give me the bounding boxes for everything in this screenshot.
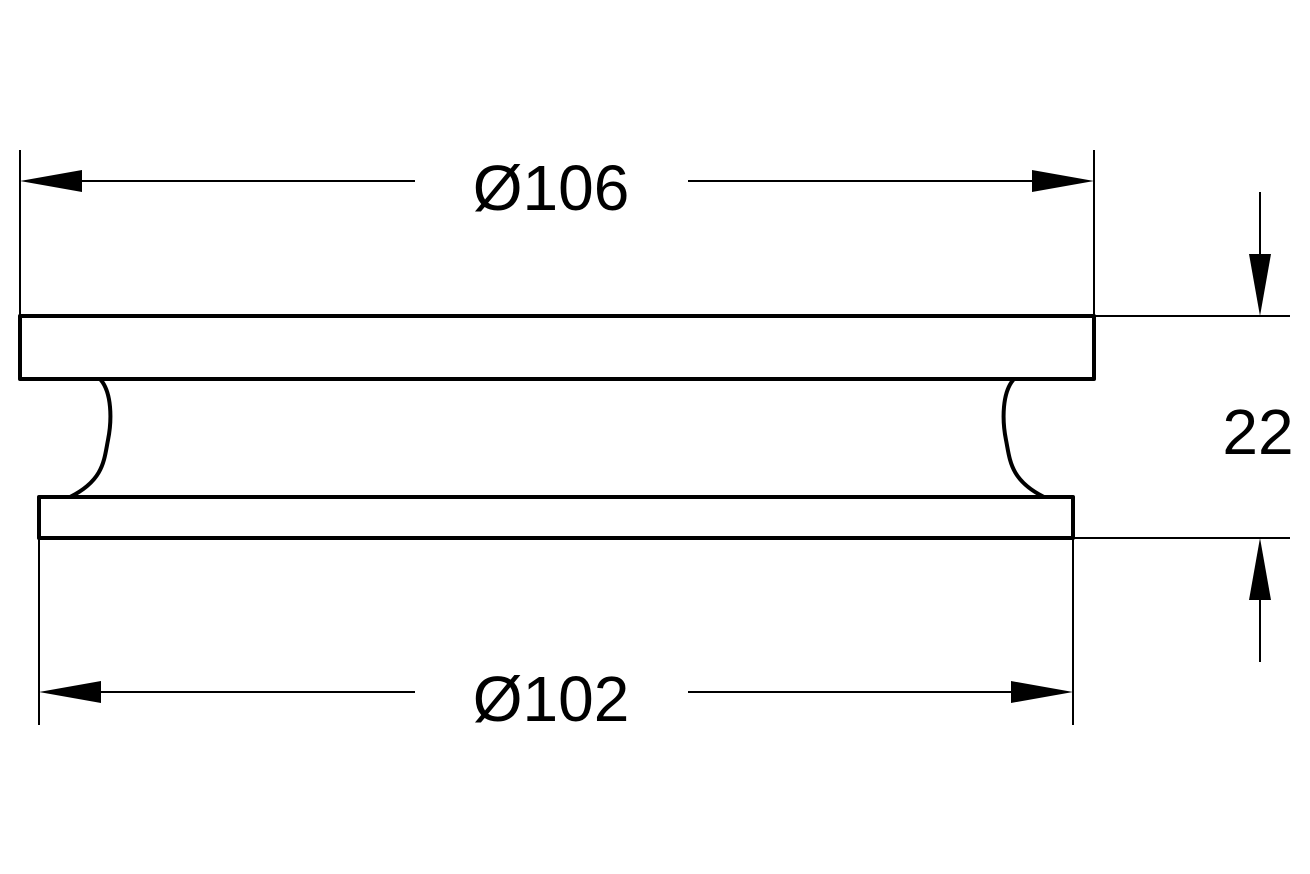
top-flange [18, 314, 1096, 381]
top-diameter-label: Ø106 [473, 152, 630, 224]
left-neck-profile [69, 377, 113, 499]
arrow-right-icon [1032, 170, 1094, 192]
bottom-flange [37, 495, 1075, 540]
arrow-down-icon [1249, 254, 1271, 316]
arrow-left-icon [39, 681, 101, 703]
extension-lines [19, 150, 1290, 725]
height-label: 22 [1222, 396, 1293, 468]
arrow-left-icon [20, 170, 82, 192]
right-neck-profile [1001, 377, 1045, 499]
bottom-diameter-dimension: Ø102 [39, 663, 1073, 735]
bottom-diameter-label: Ø102 [473, 663, 630, 735]
arrow-right-icon [1011, 681, 1073, 703]
top-diameter-dimension: Ø106 [20, 152, 1094, 224]
part-outline [18, 314, 1096, 540]
height-dimension: 22 [1222, 192, 1294, 662]
arrow-up-icon [1249, 538, 1271, 600]
